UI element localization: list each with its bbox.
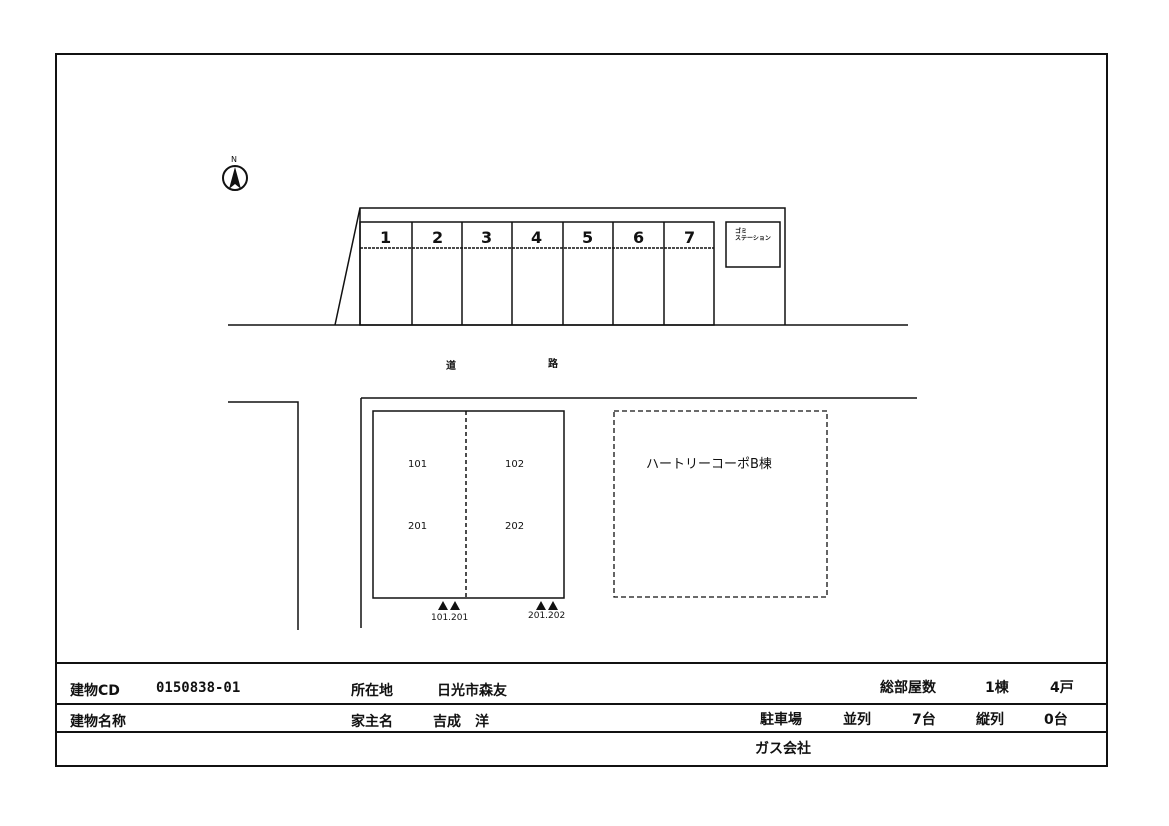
garbage-station-line-2: ステーション <box>735 235 771 242</box>
neighbor-building-outline <box>613 410 828 598</box>
owner-value: 吉成 洋 <box>433 714 489 730</box>
apartment-building <box>372 410 565 599</box>
total-units-label: 総部屋数 <box>880 680 936 696</box>
unit-202: 202 <box>505 521 525 532</box>
tandem-value: 0台 <box>1044 712 1068 728</box>
footer-top-rule <box>55 662 1108 664</box>
footer-rule-1 <box>55 703 1108 705</box>
parking-lot <box>334 207 786 326</box>
north-label: N <box>231 155 237 164</box>
footer-rule-2 <box>55 731 1108 733</box>
parking-space-5: 5 <box>582 228 594 247</box>
parking-label: 駐車場 <box>760 712 802 728</box>
parallel-label: 並列 <box>843 712 871 728</box>
building-cd-value: 0150838-01 <box>156 680 241 696</box>
location-label: 所在地 <box>351 683 393 699</box>
location-value: 日光市森友 <box>437 683 507 699</box>
parking-space-2: 2 <box>432 228 444 247</box>
owner-label: 家主名 <box>351 714 393 730</box>
road-label-2: 路 <box>548 359 558 370</box>
unit-102: 102 <box>505 459 525 470</box>
buildings-count: 1棟 <box>985 680 1009 696</box>
building-name-label: 建物名称 <box>70 714 126 730</box>
unit-101: 101 <box>408 459 428 470</box>
document-frame <box>55 53 1108 767</box>
tandem-label: 縦列 <box>976 712 1004 728</box>
entrance-label-right: 201.202 <box>528 611 566 621</box>
left-lot-boundary <box>228 401 299 630</box>
road-label-1: 道 <box>446 361 456 372</box>
garbage-station-line-1: ゴミ <box>735 228 748 235</box>
parallel-value: 7台 <box>912 712 936 728</box>
parking-space-3: 3 <box>481 228 493 247</box>
garbage-station-box <box>725 221 781 268</box>
garbage-station-label: ゴミ ステーション <box>735 228 771 242</box>
north-arrow-icon <box>222 165 248 191</box>
parking-space-4: 4 <box>531 228 543 247</box>
neighbor-building-label: ハートリーコーポB棟 <box>646 457 772 472</box>
parking-space-7: 7 <box>684 228 696 247</box>
parking-space-1: 1 <box>380 228 392 247</box>
unit-201: 201 <box>408 521 428 532</box>
gas-company-label: ガス会社 <box>755 741 811 757</box>
units-count: 4戸 <box>1050 680 1074 696</box>
entrance-label-left: 101.201 <box>431 613 469 623</box>
parking-space-6: 6 <box>633 228 645 247</box>
building-cd-label: 建物CD <box>70 683 120 699</box>
entrance-marker-icon <box>438 601 558 610</box>
